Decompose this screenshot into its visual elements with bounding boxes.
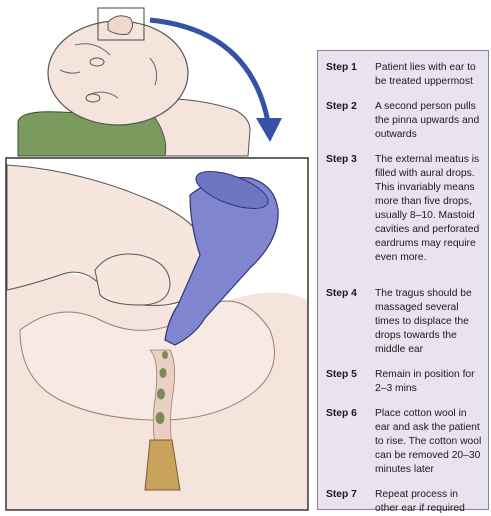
step-label: Step 6 — [326, 408, 357, 419]
ear-highlight-box — [97, 7, 145, 41]
ear-canal — [19, 300, 275, 421]
eye-left — [89, 57, 105, 67]
step-7: Step 7 Repeat process in other ear if re… — [326, 488, 482, 516]
drop-3 — [157, 388, 165, 400]
step-text: Patient lies with ear to be treated uppe… — [375, 62, 476, 87]
drop-2 — [159, 368, 167, 378]
steps-panel: Step 1 Patient lies with ear to be treat… — [317, 50, 489, 514]
step-5: Step 5 Remain in position for 2–3 mins — [326, 368, 482, 396]
step-1: Step 1 Patient lies with ear to be treat… — [326, 61, 482, 89]
drop-4 — [155, 412, 165, 424]
step-text: A second person pulls the pinna upwards … — [375, 101, 480, 140]
arrow-head-icon — [256, 118, 282, 142]
step-text: Repeat process in other ear if required — [375, 489, 465, 514]
dropper-cap — [195, 171, 269, 209]
step-label: Step 5 — [326, 369, 357, 380]
step-label: Step 2 — [326, 101, 357, 112]
step-4: Step 4 The tragus should be massaged sev… — [326, 287, 482, 357]
step-3: Step 3 The external meatus is filled wit… — [326, 153, 482, 265]
curved-arrow — [149, 17, 271, 123]
drop-1 — [162, 351, 168, 359]
step-label: Step 4 — [326, 288, 357, 299]
cotton-wool-plug — [144, 439, 181, 491]
step-text: Place cotton wool in ear and ask the pat… — [375, 408, 482, 475]
ear — [107, 15, 134, 35]
step-text: The external meatus is filled with aural… — [375, 154, 480, 263]
step-text: Remain in position for 2–3 mins — [375, 369, 475, 394]
patient-head — [17, 7, 251, 157]
step-text: The tragus should be massaged several ti… — [375, 288, 472, 355]
shoulder — [138, 98, 251, 157]
thumb — [94, 253, 171, 306]
face-profile — [59, 43, 158, 99]
step-label: Step 7 — [326, 489, 357, 500]
step-label: Step 1 — [326, 62, 357, 73]
closeup-panel — [5, 157, 309, 511]
eye-right — [85, 93, 101, 103]
step-label: Step 3 — [326, 154, 357, 165]
dropper-bottle — [164, 177, 279, 346]
step-6: Step 6 Place cotton wool in ear and ask … — [326, 407, 482, 477]
step-2: Step 2 A second person pulls the pinna u… — [326, 100, 482, 142]
